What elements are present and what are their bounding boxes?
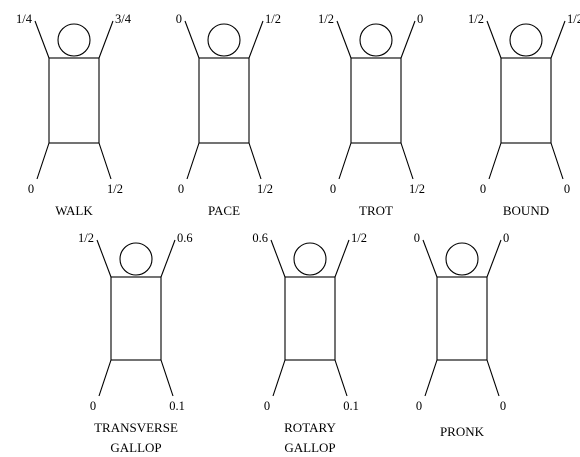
phase-front-right: 0 <box>417 12 423 26</box>
gait-name: ROTARY <box>284 420 336 435</box>
front-right-leg <box>160 239 176 278</box>
front-right-leg <box>248 20 264 59</box>
phase-hind-right: 0 <box>564 182 570 196</box>
body-rect <box>500 57 552 144</box>
gait-name: GALLOP <box>110 440 161 455</box>
phase-front-right: 1/2 <box>567 12 580 26</box>
hind-right-leg <box>248 142 262 180</box>
hind-right-leg <box>334 359 348 397</box>
hind-right-leg <box>98 142 112 180</box>
gait-name: GALLOP <box>284 440 335 455</box>
front-left-leg <box>486 20 502 59</box>
head-circle <box>207 23 241 57</box>
phase-hind-left: 0 <box>480 182 486 196</box>
phase-front-right: 0.6 <box>177 231 193 245</box>
phase-hind-left: 0 <box>264 399 270 413</box>
front-right-leg <box>334 239 350 278</box>
front-right-leg <box>400 20 416 59</box>
phase-hind-left: 0 <box>90 399 96 413</box>
hind-left-leg <box>424 359 438 397</box>
hind-right-leg <box>486 359 500 397</box>
phase-hind-left: 0 <box>28 182 34 196</box>
gait-name: BOUND <box>503 203 549 218</box>
phase-hind-left: 0 <box>330 182 336 196</box>
gait-name: TROT <box>359 203 393 218</box>
phase-hind-right: 1/2 <box>257 182 273 196</box>
phase-front-left: 1/4 <box>16 12 33 26</box>
front-right-leg <box>486 239 502 278</box>
phase-front-left: 0 <box>176 12 182 26</box>
hind-right-leg <box>400 142 414 180</box>
body-rect <box>284 276 336 361</box>
gait-name: TRANSVERSE <box>94 420 178 435</box>
front-left-leg <box>184 20 200 59</box>
body-rect <box>48 57 100 144</box>
gait-name: WALK <box>55 203 93 218</box>
phase-front-left: 1/2 <box>318 12 334 26</box>
front-right-leg <box>550 20 566 59</box>
front-right-leg <box>98 20 114 59</box>
hind-left-leg <box>186 142 200 180</box>
front-left-leg <box>34 20 50 59</box>
hind-left-leg <box>488 142 502 180</box>
head-circle <box>293 242 327 276</box>
body-rect <box>436 276 488 361</box>
phase-front-left: 0 <box>414 231 420 245</box>
phase-hind-right: 1/2 <box>107 182 123 196</box>
phase-hind-right: 0 <box>500 399 506 413</box>
front-left-leg <box>270 239 286 278</box>
body-rect <box>350 57 402 144</box>
gait-name: PACE <box>208 203 240 218</box>
head-circle <box>359 23 393 57</box>
head-circle <box>57 23 91 57</box>
phase-front-right: 3/4 <box>115 12 132 26</box>
phase-hind-right: 0.1 <box>169 399 185 413</box>
head-circle <box>509 23 543 57</box>
phase-front-left: 1/2 <box>78 231 94 245</box>
body-rect <box>198 57 250 144</box>
phase-front-left: 0.6 <box>252 231 268 245</box>
phase-hind-left: 0 <box>416 399 422 413</box>
hind-right-leg <box>550 142 564 180</box>
phase-front-left: 1/2 <box>468 12 484 26</box>
hind-left-leg <box>272 359 286 397</box>
phase-hind-right: 1/2 <box>409 182 425 196</box>
front-left-leg <box>96 239 112 278</box>
head-circle <box>119 242 153 276</box>
phase-hind-right: 0.1 <box>343 399 359 413</box>
head-circle <box>445 242 479 276</box>
hind-left-leg <box>36 142 50 180</box>
phase-hind-left: 0 <box>178 182 184 196</box>
front-left-leg <box>422 239 438 278</box>
hind-left-leg <box>338 142 352 180</box>
hind-right-leg <box>160 359 174 397</box>
hind-left-leg <box>98 359 112 397</box>
phase-front-right: 1/2 <box>265 12 281 26</box>
gait-name: PRONK <box>440 424 485 439</box>
body-rect <box>110 276 162 361</box>
phase-front-right: 1/2 <box>351 231 367 245</box>
front-left-leg <box>336 20 352 59</box>
phase-front-right: 0 <box>503 231 509 245</box>
